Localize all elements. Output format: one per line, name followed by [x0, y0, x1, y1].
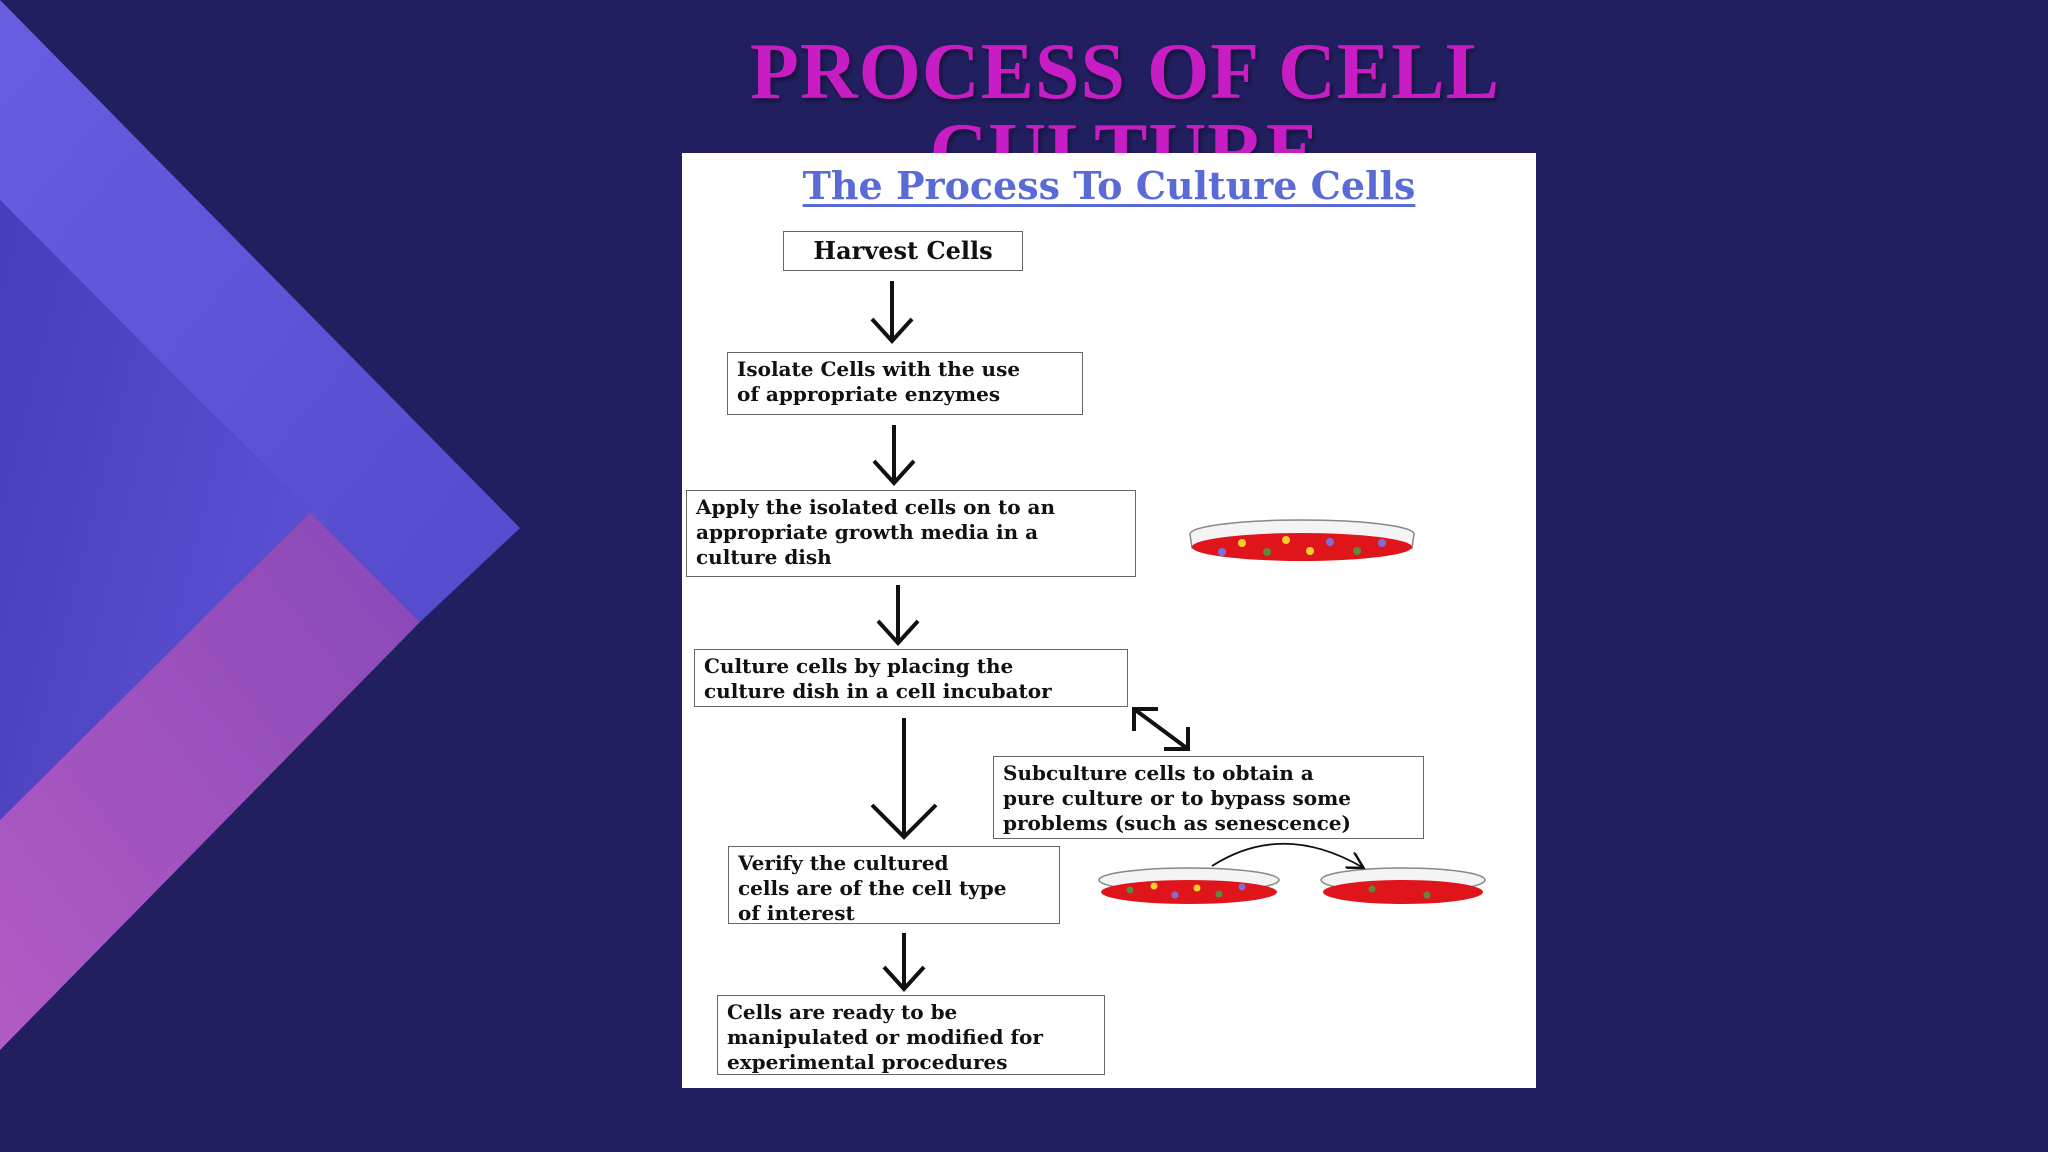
diagram-panel: The Process To Culture Cells Harvest Cel…	[682, 153, 1536, 1088]
decorative-chevron	[0, 0, 520, 1050]
step-cells-ready: Cells are ready to be manipulated or mod…	[717, 995, 1105, 1075]
step-subculture-cells: Subculture cells to obtain a pure cultur…	[993, 756, 1424, 839]
step-isolate-cells: Isolate Cells with the use of appropriat…	[727, 352, 1083, 415]
transfer-arrow	[1211, 842, 1362, 867]
step-culture-in-incubator: Culture cells by placing the culture dis…	[694, 649, 1128, 707]
diagram-graphics	[870, 281, 1486, 992]
arrow-bidirectional	[1132, 707, 1190, 751]
arrow-down-2	[872, 425, 916, 486]
petri-dish-icon	[1189, 519, 1415, 561]
arrow-down-5	[882, 933, 926, 992]
petri-dish-icon	[1098, 867, 1280, 904]
arrow-down-4	[870, 718, 938, 840]
step-harvest-cells: Harvest Cells	[783, 231, 1023, 271]
arrow-down-3	[876, 585, 920, 646]
arrow-down-1	[870, 281, 914, 344]
step-apply-to-growth-media: Apply the isolated cells on to an approp…	[686, 490, 1136, 577]
step-verify-cell-type: Verify the cultured cells are of the cel…	[728, 846, 1060, 925]
petri-dish-icon	[1320, 867, 1486, 904]
diagram-title: The Process To Culture Cells	[802, 163, 1416, 208]
